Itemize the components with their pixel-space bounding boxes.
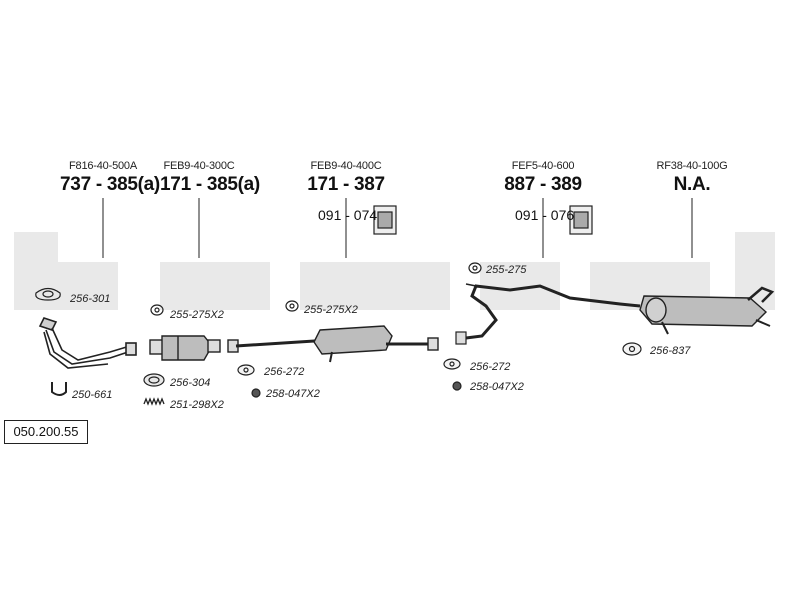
part-front-pipe (38, 317, 137, 369)
mount-bracket-icon (373, 205, 593, 235)
assembly-code: 050.200.55 (4, 420, 88, 444)
oem-number: RF38-40-100G (656, 160, 728, 172)
oem-number: FEF5-40-600 (511, 160, 575, 172)
accessory-ref: 258-047X2 (470, 381, 524, 393)
part-number: 171 - 385(a) (160, 174, 260, 195)
accessory-ref: 250-661 (72, 389, 113, 401)
accessory-ref: 256-301 (70, 293, 111, 305)
part-number: 737 - 385(a) (60, 174, 160, 195)
part-intermediate-pipe (455, 283, 641, 345)
part-catalyst (149, 335, 221, 361)
accessory-icons (35, 262, 642, 406)
oem-number: FEB9-40-400C (310, 160, 382, 172)
oem-number: F816-40-500A (69, 160, 137, 172)
accessory-ref: 255-275X2 (170, 309, 224, 321)
accessory-ref: 255-275 (486, 264, 527, 276)
accessory-ref: 256-272 (264, 366, 305, 378)
brand-watermark (14, 232, 775, 310)
part-rear-muffler (639, 286, 775, 335)
accessory-ref: 255-275X2 (304, 304, 358, 316)
accessory-ref: 258-047X2 (266, 388, 320, 400)
part-number: N.A. (673, 174, 711, 195)
oem-number: FEB9-40-300C (163, 160, 235, 172)
accessory-ref: 256-272 (470, 361, 511, 373)
mount-part-number: 091 - 074 (318, 207, 378, 223)
accessory-ref: 251-298X2 (170, 399, 224, 411)
part-number: 887 - 389 (504, 174, 582, 195)
part-number: 171 - 387 (307, 174, 385, 195)
accessory-ref: 256-837 (650, 345, 691, 357)
accessory-ref: 256-304 (170, 377, 211, 389)
leader-lines (102, 198, 693, 258)
mount-part-number: 091 - 076 (515, 207, 575, 223)
part-center-muffler (227, 325, 439, 363)
